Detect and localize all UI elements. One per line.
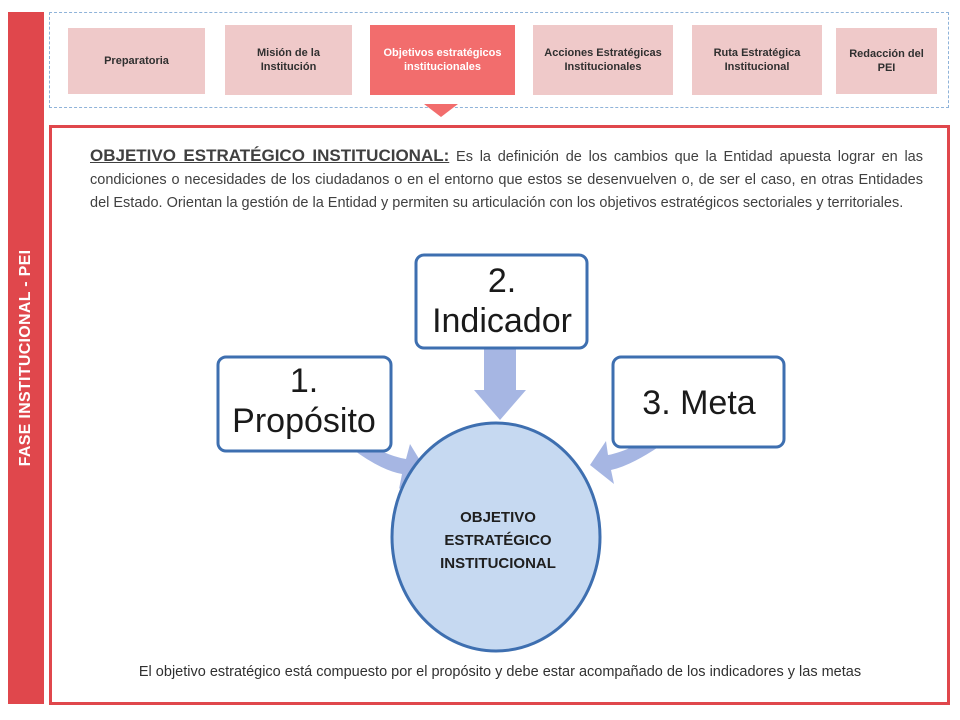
definition-text: Es la definición de los cambios que la E… bbox=[90, 149, 923, 212]
center-line-1: OBJETIVO bbox=[460, 509, 536, 526]
arrow-indicador-shaft bbox=[484, 348, 516, 392]
step-ruta[interactable]: Ruta Estratégica Institucional bbox=[692, 25, 822, 95]
step-preparatoria[interactable]: Preparatoria bbox=[68, 28, 205, 94]
center-line-2: ESTRATÉGICO bbox=[444, 532, 552, 549]
proposito-box bbox=[216, 355, 393, 453]
indicador-box bbox=[414, 253, 589, 350]
indicador-line-1: 2. bbox=[488, 262, 516, 300]
indicador-line-2: Indicador bbox=[432, 302, 572, 340]
meta-box bbox=[611, 355, 786, 449]
step-objetivos-active[interactable]: Objetivos estratégicos institucionales bbox=[370, 25, 515, 95]
meta-line-1: 3. Meta bbox=[642, 384, 755, 422]
proposito-line-2: Propósito bbox=[232, 402, 376, 440]
definition-title: OBJETIVO ESTRATÉGICO INSTITUCIONAL: bbox=[90, 146, 450, 165]
step-mision[interactable]: Misión de la Institución bbox=[225, 25, 352, 95]
active-step-pointer bbox=[424, 104, 458, 117]
phase-sidebar bbox=[8, 12, 44, 704]
center-objective-circle bbox=[390, 421, 602, 653]
footer-note: El objetivo estratégico está compuesto p… bbox=[138, 664, 862, 680]
proposito-line-1: 1. bbox=[290, 362, 318, 400]
step-acciones[interactable]: Acciones Estratégicas Institucionales bbox=[533, 25, 673, 95]
step-redaccion[interactable]: Redacción del PEI bbox=[836, 28, 937, 94]
arrow-indicador-head bbox=[474, 390, 526, 420]
center-line-3: INSTITUCIONAL bbox=[440, 555, 556, 572]
definition-paragraph: OBJETIVO ESTRATÉGICO INSTITUCIONAL: Es l… bbox=[90, 142, 923, 216]
